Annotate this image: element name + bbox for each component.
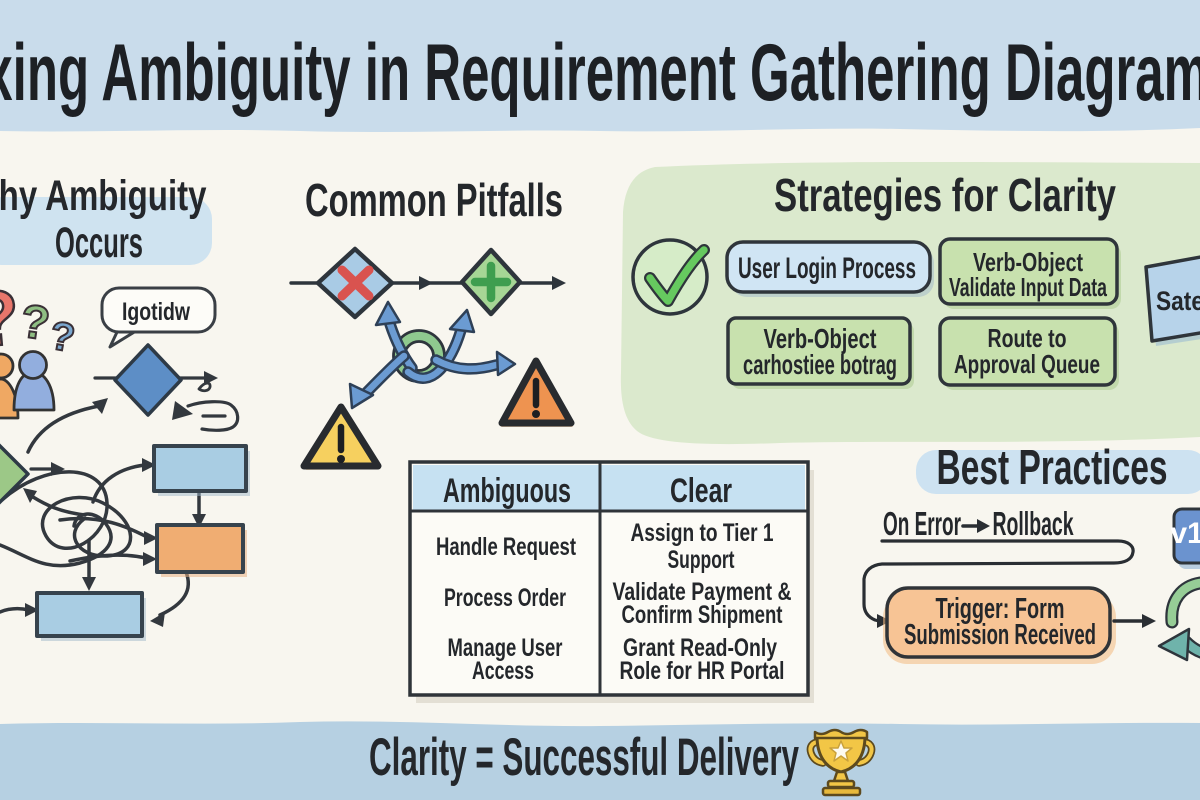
svg-text:Handle Request: Handle Request [436, 533, 576, 561]
svg-text:Process Order: Process Order [444, 584, 566, 612]
svg-text:?: ? [46, 313, 78, 361]
svg-text:Access: Access [472, 657, 534, 685]
svg-text:Validate Input Data: Validate Input Data [949, 272, 1107, 302]
svg-text:Role for HR Portal: Role for HR Portal [620, 657, 785, 685]
svg-text:Approval Queue: Approval Queue [954, 349, 1100, 379]
svg-text:Verb-Object: Verb-Object [764, 323, 877, 354]
svg-text:Sate: Sate [1156, 286, 1200, 316]
svg-text:Trigger: Form: Trigger: Form [936, 593, 1065, 625]
svg-text:v1: v1 [1170, 517, 1200, 550]
svg-text:Ambiguous: Ambiguous [443, 472, 571, 510]
svg-text:Igotidw: Igotidw [122, 298, 190, 326]
svg-text:carhostiee botrag: carhostiee botrag [743, 349, 897, 380]
svg-text:Route to: Route to [988, 323, 1067, 353]
svg-text:Occurs: Occurs [55, 219, 143, 267]
svg-text:Fixing Ambiguity in Requiremen: Fixing Ambiguity in Requirement Gatherin… [0, 28, 1200, 118]
svg-text:?: ? [0, 272, 23, 364]
svg-text:Confirm Shipment: Confirm Shipment [622, 601, 783, 629]
svg-text:Support: Support [668, 546, 735, 574]
svg-text:Verb-Object: Verb-Object [973, 247, 1083, 277]
svg-text:Rollback: Rollback [993, 505, 1074, 542]
svg-text:?: ? [17, 293, 53, 349]
svg-text:On Error: On Error [883, 505, 961, 542]
svg-text:Clarity = Successful Delivery: Clarity = Successful Delivery [369, 728, 799, 787]
svg-text:Strategies for Clarity: Strategies for Clarity [774, 169, 1116, 221]
svg-text:Submission Received: Submission Received [904, 619, 1096, 651]
svg-text:Validate Payment &: Validate Payment & [613, 578, 792, 606]
svg-text:Common Pitfalls: Common Pitfalls [305, 174, 563, 226]
svg-text:Best Practices: Best Practices [937, 441, 1168, 495]
svg-text:User Login Process: User Login Process [738, 252, 916, 285]
svg-text:Clear: Clear [670, 472, 732, 510]
svg-text:Why Ambiguity: Why Ambiguity [0, 172, 207, 220]
svg-text:Manage User: Manage User [448, 634, 563, 662]
svg-text:Grant Read-Only: Grant Read-Only [623, 634, 777, 662]
svg-text:Assign to Tier 1: Assign to Tier 1 [631, 519, 774, 547]
